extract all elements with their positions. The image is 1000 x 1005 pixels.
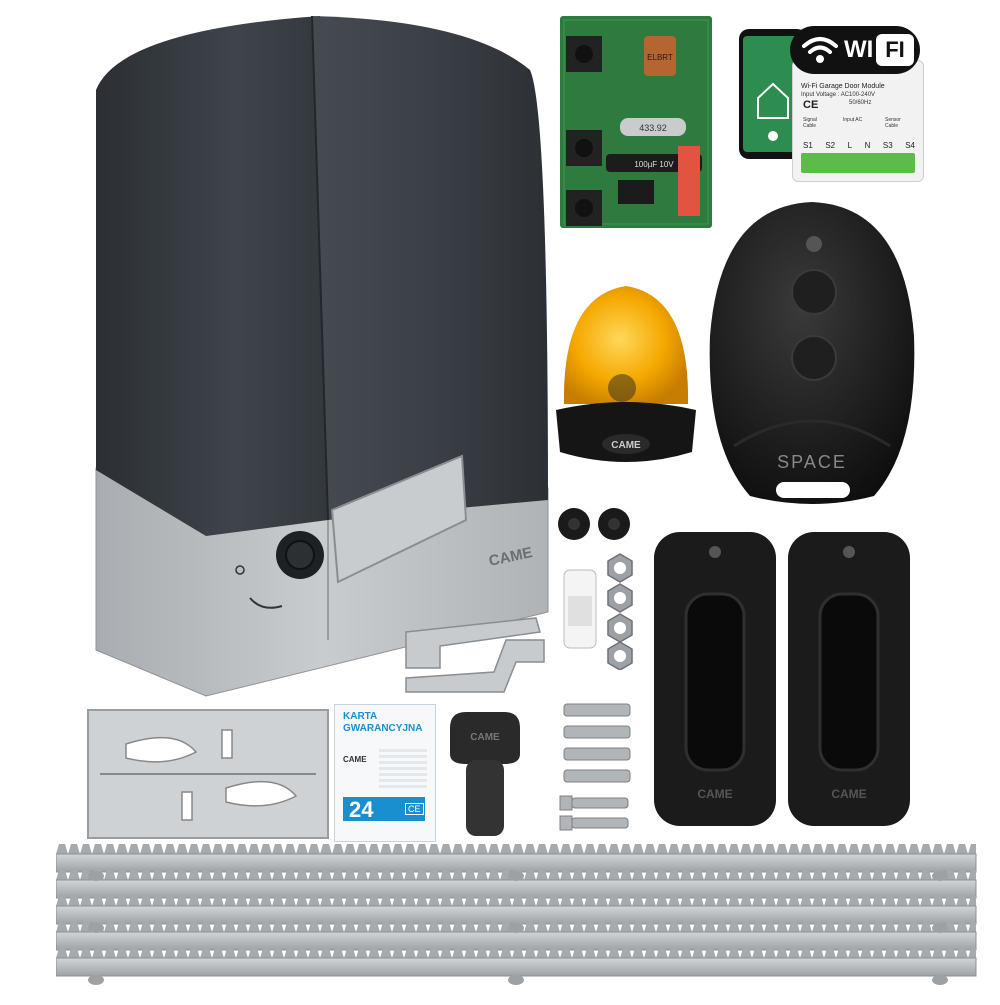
warranty-ce-mark: CE	[405, 803, 424, 815]
photocell-right: CAME	[786, 530, 912, 828]
warranty-number: 24	[349, 797, 374, 822]
mounting-brackets	[400, 612, 550, 702]
photocell-left-brand: CAME	[697, 787, 732, 801]
remote-control: SPACE	[704, 196, 920, 516]
warranty-title-line1: KARTA	[343, 711, 378, 722]
remote-button-2[interactable]	[791, 335, 837, 381]
gate-motor: CAME	[0, 0, 560, 710]
terminal-s3: S3	[882, 141, 893, 150]
gear-racks	[55, 840, 980, 1000]
lamp-brand-label: CAME	[611, 440, 641, 451]
release-key: CAME	[444, 708, 526, 838]
threaded-bolts	[558, 700, 634, 836]
module-sub-label-signal: Signal Cable	[803, 117, 817, 129]
crystal-label: 433.92	[639, 123, 667, 133]
module-frequency: 50/60Hz	[849, 100, 872, 106]
wifi-icon	[800, 30, 840, 75]
terminal-s4: S4	[905, 141, 915, 150]
receiver-board: ELBRT 433.92 100µF 10V	[558, 14, 714, 230]
remote-button-1[interactable]	[791, 269, 837, 315]
hex-nuts	[604, 552, 636, 671]
wifi-badge-wi: WI	[844, 36, 874, 63]
wifi-garage-module: Wi-Fi Garage Door Module Input Voltage :…	[792, 60, 924, 182]
warranty-number-box: 24 CE	[343, 797, 425, 822]
rubber-caps	[556, 504, 632, 544]
wifi-badge-fi: FI	[876, 34, 914, 66]
foundation-plate	[86, 708, 330, 840]
photocell-right-brand: CAME	[831, 787, 866, 801]
key-brand-label: CAME	[470, 732, 500, 743]
module-voltage: Input Voltage : AC100-240V	[801, 92, 876, 98]
warranty-brand: CAME	[343, 755, 367, 764]
capacitor	[560, 566, 600, 652]
module-title: Wi-Fi Garage Door Module	[801, 83, 885, 90]
terminal-n: N	[864, 141, 871, 150]
terminal-block	[801, 153, 915, 173]
warranty-title-line2: GWARANCYJNA	[343, 723, 423, 734]
photocell-left: CAME	[652, 530, 778, 828]
module-sub-label-input: Input AC	[843, 117, 863, 123]
terminal-s2: S2	[825, 141, 836, 150]
terminal-labels: S1 S2 L N S3 S4	[803, 141, 915, 150]
module-ce-mark: CE	[803, 99, 819, 111]
warranty-card: KARTA GWARANCYJNA CAME 24 CE	[334, 704, 436, 842]
remote-label: SPACE	[777, 452, 847, 472]
module-sub-label-sensor: Sensor Cable	[885, 117, 901, 129]
terminal-l: L	[847, 141, 853, 150]
warning-lamp: CAME	[552, 276, 700, 472]
wifi-badge: WI FI	[790, 26, 920, 74]
capacitor-label: 100µF 10V	[634, 160, 674, 169]
terminal-s1: S1	[803, 141, 813, 150]
chip-label: ELBRT	[647, 53, 673, 62]
smartphone	[738, 28, 808, 160]
